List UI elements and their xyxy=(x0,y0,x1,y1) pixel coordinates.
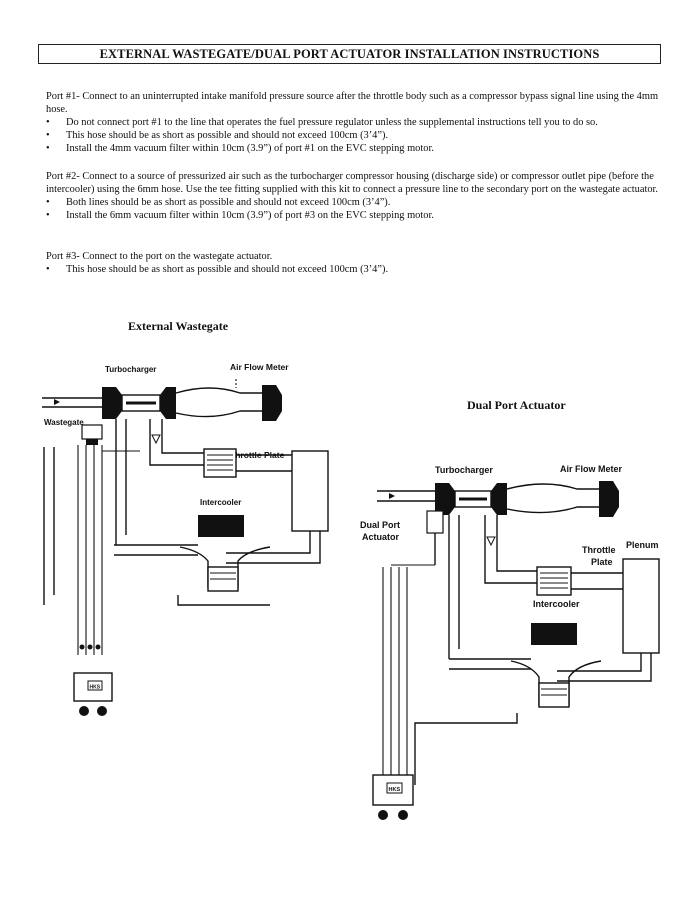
port1-bullet: • Install the 4mm vacuum filter within 10… xyxy=(46,142,666,155)
intercooler xyxy=(536,566,572,596)
engine xyxy=(414,623,602,785)
port2-intro: Port #2- Connect to a source of pressuri… xyxy=(46,171,659,195)
bullet-dot: • xyxy=(46,197,50,208)
control-hoses xyxy=(77,445,140,655)
port1-bullet-text: Do not connect port #1 to the line that … xyxy=(66,117,598,128)
actuator-label: Actuator xyxy=(362,532,399,542)
engine xyxy=(114,515,271,606)
plate-label: Plate xyxy=(591,557,613,567)
external-wastegate-title: External Wastegate xyxy=(128,319,229,333)
port2-bullet-text: Install the 6mm vacuum filter within 10c… xyxy=(66,210,434,221)
port2-section: Port #2- Connect to a source of pressuri… xyxy=(46,170,666,222)
bullet-dot: • xyxy=(46,143,50,154)
port3-bullet-text: This hose should be as short as possible… xyxy=(66,264,389,275)
hks-logo: HKS xyxy=(389,787,401,793)
turbocharger xyxy=(435,483,507,515)
bullet-dot: • xyxy=(46,117,50,128)
dual-port-actuator-diagram: Turbocharger Air Flow Meter Dual Port Ac… xyxy=(360,464,660,820)
plenum-label: Plenum xyxy=(626,540,659,550)
intake-pipe xyxy=(175,379,282,421)
page-title: EXTERNAL WASTEGATE/DUAL PORT ACTUATOR IN… xyxy=(99,47,600,61)
title-box: EXTERNAL WASTEGATE/DUAL PORT ACTUATOR IN… xyxy=(38,44,661,64)
port1-section: Port #1- Connect to an uninterrupted int… xyxy=(46,90,666,155)
port1-bullet-text: This hose should be as short as possible… xyxy=(66,130,389,141)
exhaust-pipe xyxy=(377,490,435,502)
evc-stepping-motor: HKS xyxy=(73,672,113,716)
plenum-pipe xyxy=(226,450,329,564)
port3-section: Port #3- Connect to the port on the wast… xyxy=(46,250,666,276)
port1-bullet: • This hose should be as short as possibl… xyxy=(46,129,666,142)
throttle-label: Throttle xyxy=(582,545,616,555)
bullet-dot: • xyxy=(46,264,50,275)
port1-bullet: • Do not connect port #1 to the line that… xyxy=(46,116,666,129)
port1-intro: Port #1- Connect to an uninterrupted int… xyxy=(46,91,659,115)
dual-port-actuator xyxy=(426,510,444,565)
control-hoses xyxy=(382,515,460,775)
hks-logo: HKS xyxy=(90,685,101,691)
turbocharger xyxy=(102,387,176,419)
dual-port-label: Dual Port xyxy=(360,520,400,530)
wastegate-label: Wastegate xyxy=(44,418,84,427)
intake-pipe xyxy=(506,481,619,517)
turbocharger-label: Turbocharger xyxy=(105,365,156,374)
port2-bullet: • Install the 6mm vacuum filter within 10… xyxy=(46,209,666,222)
intercooler xyxy=(203,448,237,478)
intercooler-label: Intercooler xyxy=(533,599,580,609)
port2-bullet: • Both lines should be as short as possib… xyxy=(46,196,666,209)
plenum xyxy=(557,558,660,682)
bullet-dot: • xyxy=(46,130,50,141)
exhaust-pipe xyxy=(42,397,102,408)
air-flow-meter-label: Air Flow Meter xyxy=(560,464,623,474)
port2-bullet-text: Both lines should be as short as possibl… xyxy=(66,197,391,208)
port1-bullet-text: Install the 4mm vacuum filter within 10c… xyxy=(66,143,434,154)
turbocharger-label: Turbocharger xyxy=(435,465,493,475)
evc-stepping-motor: HKS xyxy=(372,774,414,820)
dual-port-actuator-title: Dual Port Actuator xyxy=(467,398,566,412)
bullet-dot: • xyxy=(46,210,50,221)
charge-pipe xyxy=(149,419,204,466)
charge-pipe xyxy=(484,515,537,584)
external-wastegate-diagram: Turbocharger Air Flow Meter Wastegate Th… xyxy=(42,362,329,716)
port3-bullet: • This hose should be as short as possibl… xyxy=(46,263,666,276)
air-flow-meter-label: Air Flow Meter xyxy=(230,362,289,372)
port3-intro: Port #3- Connect to the port on the wast… xyxy=(46,251,273,262)
intercooler-label: Intercooler xyxy=(200,498,241,507)
wastegate xyxy=(43,419,127,605)
